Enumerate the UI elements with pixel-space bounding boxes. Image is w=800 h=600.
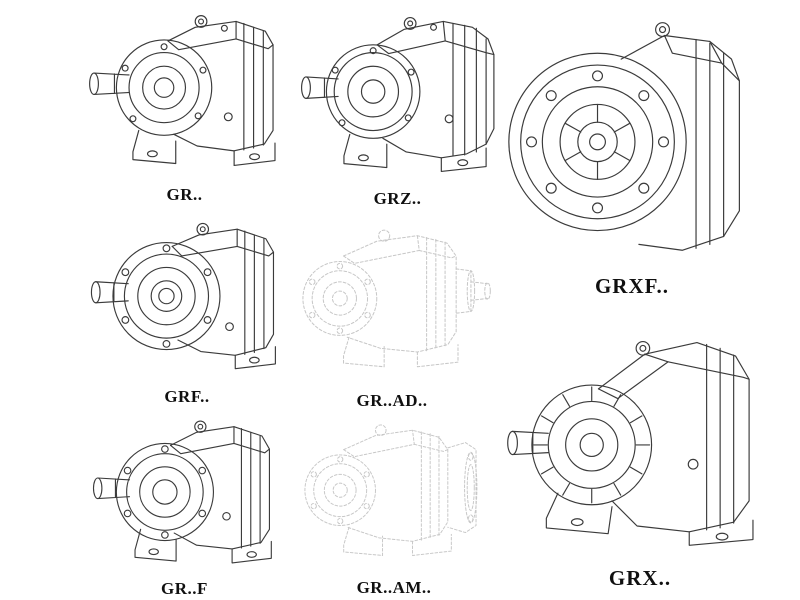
gearbox-drawing-grf-icon	[90, 222, 276, 370]
gearbox-label-grf: GRF..	[164, 387, 210, 406]
gearbox-label-gr: GR..	[166, 185, 203, 204]
gearbox-figure-gr-f	[82, 408, 287, 576]
gearbox-figure-gr-ad	[288, 208, 496, 388]
gearbox-figure-grxf	[498, 2, 766, 268]
gearbox-label-gr-ad: GR..AD..	[356, 391, 428, 410]
gearbox-drawing-gr-icon	[89, 15, 276, 167]
gearbox-figure-grf	[82, 212, 292, 384]
gearbox-drawing-grxf-icon	[508, 22, 740, 251]
gearbox-drawing-gr-f-icon	[92, 420, 272, 564]
gearbox-drawing-gr-ad-icon	[302, 229, 491, 368]
gearbox-figure-gr	[82, 2, 287, 182]
gearbox-figure-grx	[500, 298, 780, 558]
gearbox-label-grx: GRX..	[608, 566, 672, 590]
gearbox-label-gr-f: GR..F	[161, 579, 208, 598]
gearbox-label-grz: GRZ..	[373, 189, 422, 208]
gearbox-figure-gr-am	[288, 402, 500, 574]
gearbox-label-grxf: GRXF..	[594, 274, 670, 298]
gearbox-label-gr-am: GR..AM..	[356, 578, 432, 597]
gearbox-figure-grz	[295, 2, 500, 187]
gearbox-drawing-gr-am-icon	[304, 424, 478, 556]
gearbox-drawing-grx-icon	[507, 341, 754, 546]
gearbox-drawing-grz-icon	[301, 16, 495, 173]
